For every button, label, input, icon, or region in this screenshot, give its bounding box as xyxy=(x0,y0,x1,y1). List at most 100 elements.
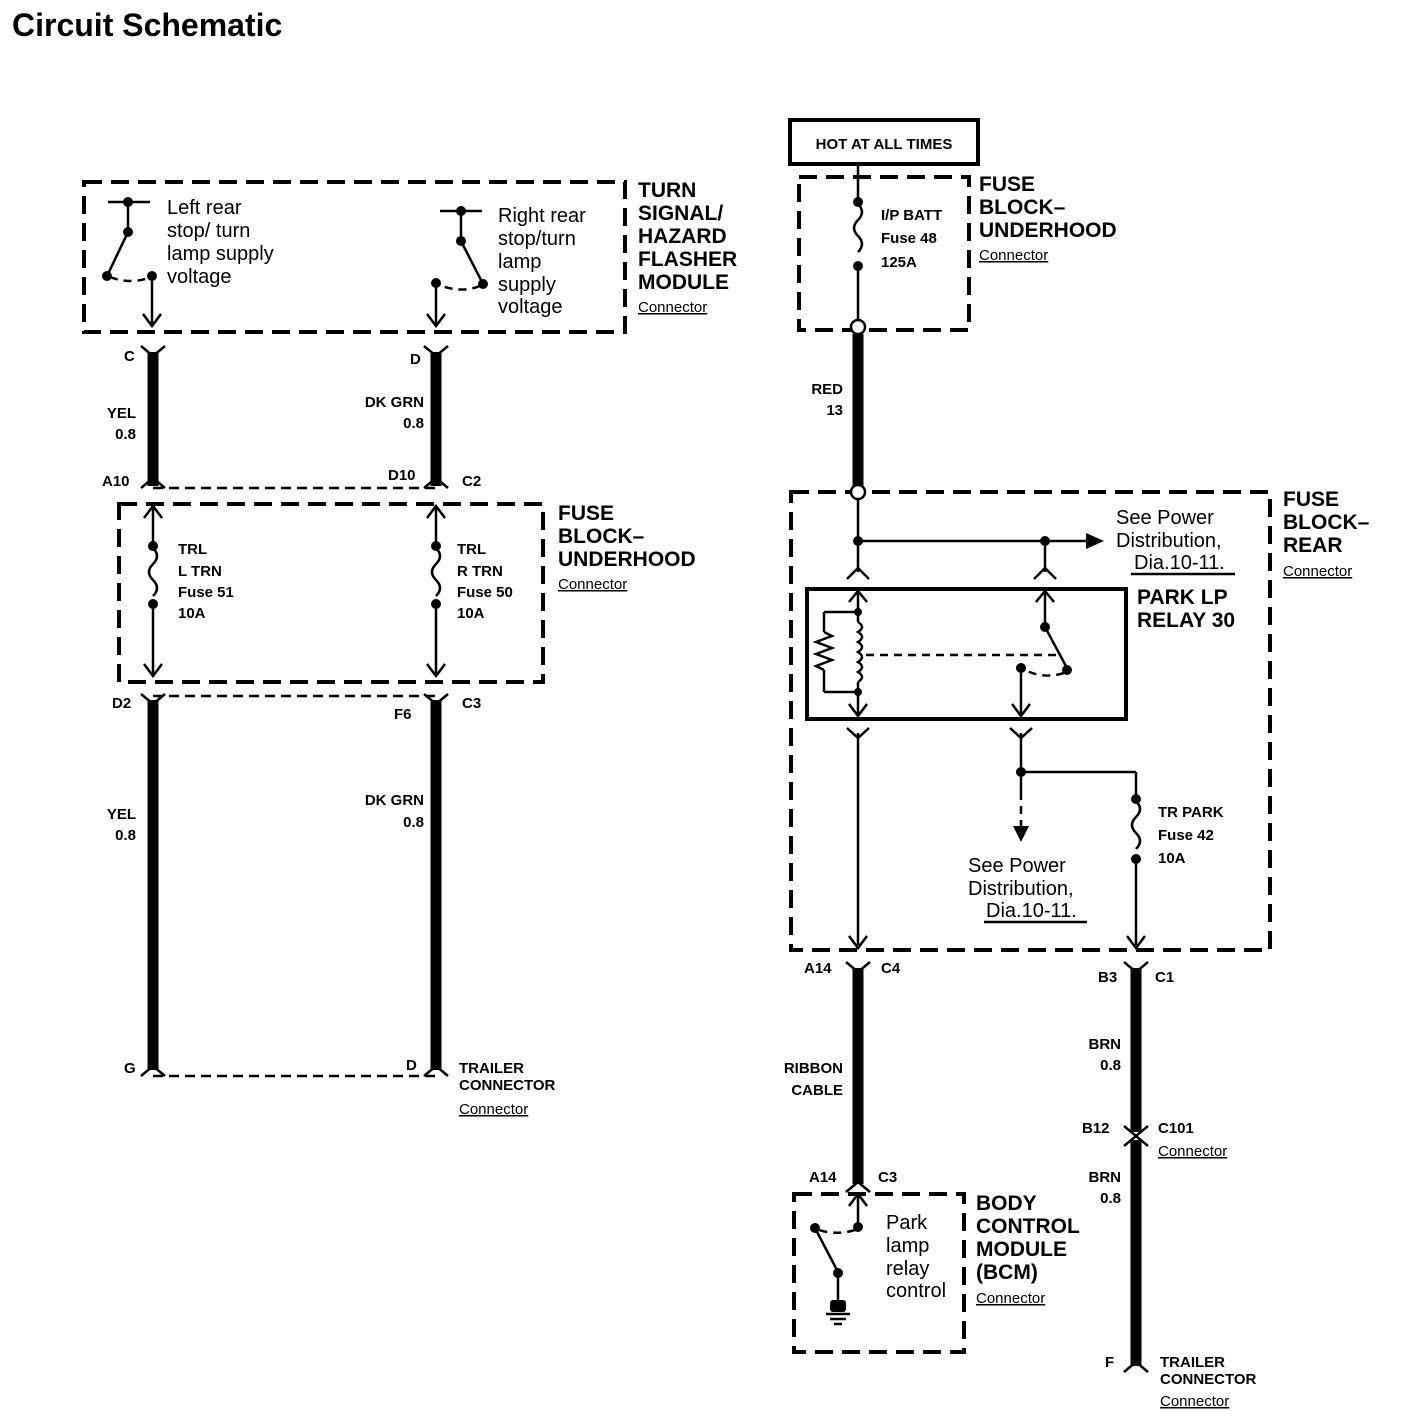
svg-text:Connector: Connector xyxy=(459,1101,528,1118)
svg-text:Distribution,: Distribution, xyxy=(968,878,1074,900)
svg-text:0.8: 0.8 xyxy=(115,426,136,443)
svg-text:BLOCK–: BLOCK– xyxy=(979,196,1066,219)
right-switch-icon xyxy=(426,206,488,329)
svg-text:TRAILER: TRAILER xyxy=(1160,1354,1225,1371)
left-switch-icon xyxy=(102,197,162,329)
svg-text:TRAILER: TRAILER xyxy=(459,1060,524,1077)
svg-text:Park: Park xyxy=(886,1212,928,1234)
fuse-block-rear-box xyxy=(789,490,1272,952)
svg-text:Dia.10-11.: Dia.10-11. xyxy=(986,900,1077,922)
fuse-block-underhood-left-box xyxy=(117,502,545,684)
svg-text:Right rear: Right rear xyxy=(498,205,586,227)
park-relay-box xyxy=(805,587,1128,721)
svg-text:BODY: BODY xyxy=(976,1192,1037,1215)
svg-text:supply: supply xyxy=(498,274,556,296)
svg-text:DK GRN: DK GRN xyxy=(365,394,424,411)
svg-text:TURN: TURN xyxy=(638,179,696,202)
wire-ribbon-cable xyxy=(845,961,871,1193)
svg-text:RED: RED xyxy=(811,381,843,398)
pin-a10: A10 xyxy=(102,473,130,490)
fuse42-label: TR PARK Fuse 42 10A xyxy=(1158,804,1224,867)
pin-d: D xyxy=(410,351,421,368)
pin-b3: B3 xyxy=(1098,969,1117,986)
red-wire-label: RED 13 xyxy=(811,381,843,419)
svg-text:Fuse 51: Fuse 51 xyxy=(178,584,234,601)
svg-text:Distribution,: Distribution, xyxy=(1116,530,1222,552)
power-bus-upper xyxy=(846,499,1104,580)
see-power-lower-label: See Power Distribution, Dia.10-11. xyxy=(968,855,1087,924)
svg-text:REAR: REAR xyxy=(1283,534,1343,557)
pin-c3-left: C3 xyxy=(462,695,481,712)
fuse50-icon xyxy=(426,503,446,679)
svg-text:Fuse 50: Fuse 50 xyxy=(457,584,513,601)
svg-text:TR PARK: TR PARK xyxy=(1158,804,1224,821)
svg-text:BLOCK–: BLOCK– xyxy=(558,525,645,548)
dkgrn-lower-label: DK GRN 0.8 xyxy=(365,792,424,831)
svg-text:CONTROL: CONTROL xyxy=(976,1215,1080,1238)
svg-text:BRN: BRN xyxy=(1089,1036,1122,1053)
svg-text:CONNECTOR: CONNECTOR xyxy=(1160,1371,1257,1388)
svg-text:See Power: See Power xyxy=(1116,507,1214,529)
fuse-block-rear-label: FUSE BLOCK– REAR Connector xyxy=(1283,488,1370,580)
svg-text:YEL: YEL xyxy=(107,806,136,823)
right-supply-label: Right rear stop/turn lamp supply voltage xyxy=(498,205,586,318)
svg-text:10A: 10A xyxy=(178,605,206,622)
svg-text:10A: 10A xyxy=(1158,850,1186,867)
wire-dkgrn-lower xyxy=(423,693,449,1077)
pin-c3-bcm: C3 xyxy=(878,1169,897,1186)
svg-text:TRL: TRL xyxy=(457,541,486,558)
pin-d-trailer: D xyxy=(406,1057,417,1074)
fuse-block-underhood-left-label: FUSE BLOCK– UNDERHOOD Connector xyxy=(558,502,696,593)
svg-text:0.8: 0.8 xyxy=(403,415,424,432)
relay-coil-icon xyxy=(812,589,1062,719)
bcm-label: BODY CONTROL MODULE (BCM) Connector xyxy=(976,1192,1080,1307)
pin-f6: F6 xyxy=(394,706,412,723)
svg-text:SIGNAL/: SIGNAL/ xyxy=(638,202,723,225)
pin-a14-bottom: A14 xyxy=(809,1169,837,1186)
svg-text:TRL: TRL xyxy=(178,541,207,558)
svg-text:BLOCK–: BLOCK– xyxy=(1283,511,1370,534)
pin-a14-top: A14 xyxy=(804,960,832,977)
fuse48-label: I/P BATT Fuse 48 125A xyxy=(881,207,942,271)
trailer-connector-right-label: TRAILER CONNECTOR Connector xyxy=(1160,1354,1257,1410)
svg-text:Connector: Connector xyxy=(979,247,1048,264)
svg-text:R TRN: R TRN xyxy=(457,563,503,580)
bcm-switch-icon xyxy=(810,1191,868,1326)
svg-text:Left rear: Left rear xyxy=(167,197,242,219)
svg-text:RELAY 30: RELAY 30 xyxy=(1137,609,1235,632)
svg-text:MODULE: MODULE xyxy=(638,271,729,294)
svg-text:125A: 125A xyxy=(881,254,917,271)
svg-text:PARK LP: PARK LP xyxy=(1137,586,1228,609)
pin-c4: C4 xyxy=(881,960,901,977)
park-relay-label: PARK LP RELAY 30 xyxy=(1137,586,1235,632)
brn-lower-label: BRN 0.8 xyxy=(1089,1169,1122,1207)
splice-circle xyxy=(849,483,867,501)
fuse-block-underhood-right-box xyxy=(797,175,971,332)
svg-text:FLASHER: FLASHER xyxy=(638,248,737,271)
svg-text:FUSE: FUSE xyxy=(1283,488,1339,511)
pin-c: C xyxy=(124,348,135,365)
wire-dkgrn-upper xyxy=(423,345,449,489)
svg-text:0.8: 0.8 xyxy=(1100,1190,1121,1207)
svg-text:L TRN: L TRN xyxy=(178,563,222,580)
svg-text:I/P BATT: I/P BATT xyxy=(881,207,942,224)
fuse50-label: TRL R TRN Fuse 50 10A xyxy=(457,541,513,622)
svg-text:stop/turn: stop/turn xyxy=(498,228,576,250)
svg-text:stop/ turn: stop/ turn xyxy=(167,220,250,242)
left-supply-label: Left rear stop/ turn lamp supply voltage xyxy=(167,197,274,288)
svg-text:Fuse 42: Fuse 42 xyxy=(1158,827,1214,844)
svg-text:Connector: Connector xyxy=(1160,1393,1229,1410)
svg-text:CABLE: CABLE xyxy=(791,1082,843,1099)
pin-g: G xyxy=(124,1060,136,1077)
hot-at-all-times-box xyxy=(788,118,980,166)
svg-text:CONNECTOR: CONNECTOR xyxy=(459,1077,556,1094)
svg-text:C101: C101 xyxy=(1158,1120,1194,1137)
svg-text:Connector: Connector xyxy=(1158,1143,1227,1160)
wire-yel-lower xyxy=(140,693,166,1077)
svg-text:0.8: 0.8 xyxy=(403,814,424,831)
relay-switch-icon xyxy=(1011,589,1072,719)
svg-text:See Power: See Power xyxy=(968,855,1066,877)
svg-text:Fuse 48: Fuse 48 xyxy=(881,230,937,247)
svg-text:relay: relay xyxy=(886,1258,929,1280)
